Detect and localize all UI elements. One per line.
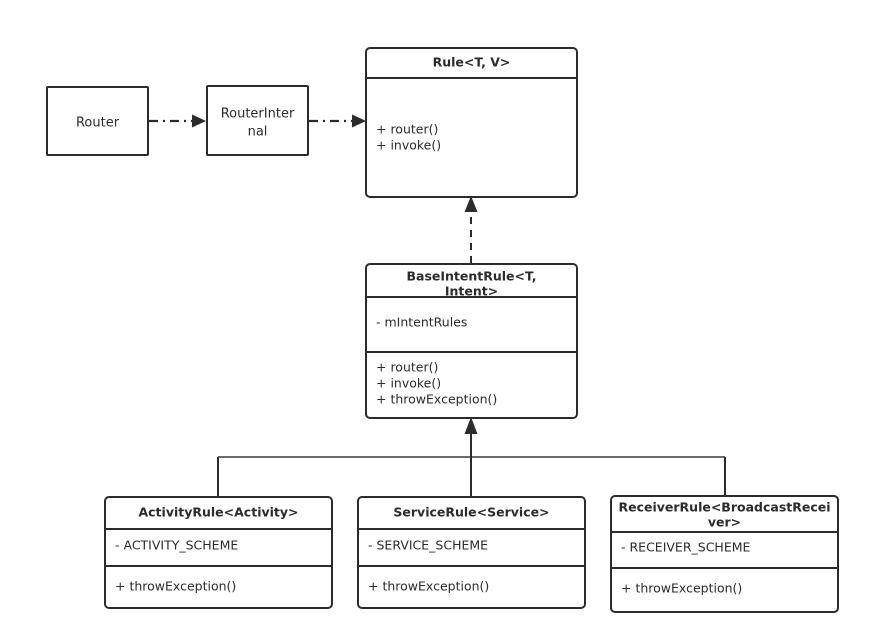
arrowhead-subclasses-baseintentrule: [464, 417, 478, 434]
base-intent-rule-method-1: + invoke(): [376, 376, 441, 391]
receiver-rule-attribute-0: - RECEIVER_SCHEME: [621, 540, 751, 555]
receiver-rule-box-outline: [610, 495, 839, 613]
edge-routerinternal-to-rule[interactable]: [309, 114, 366, 128]
edge-baseintentrule-to-rule[interactable]: [464, 196, 478, 263]
router-internal-box-outline: [206, 85, 309, 156]
router-internal-label-line-1: RouterInter: [221, 107, 295, 122]
service-rule-attribute-0: - SERVICE_SCHEME: [368, 538, 488, 553]
class-box-service-rule[interactable]: ServiceRule<Service> - SERVICE_SCHEME + …: [357, 496, 586, 609]
rule-method-1: + invoke(): [376, 138, 441, 153]
base-intent-rule-attribute-0: - mIntentRules: [376, 315, 467, 330]
class-box-activity-rule[interactable]: ActivityRule<Activity> - ACTIVITY_SCHEME…: [104, 496, 333, 609]
service-rule-box-outline: [357, 496, 586, 609]
rule-method-0: + router(): [376, 122, 438, 137]
activity-rule-box-outline: [104, 496, 333, 609]
arrowhead-baseintentrule-rule: [464, 196, 478, 212]
receiver-rule-title-line-1: ReceiverRule<BroadcastRecei: [618, 500, 830, 515]
class-box-router-internal[interactable]: RouterInter nal: [206, 85, 309, 156]
router-box-outline: [46, 86, 149, 156]
service-rule-method-0: + throwException(): [368, 579, 489, 594]
class-box-receiver-rule[interactable]: ReceiverRule<BroadcastRecei ver> - RECEI…: [610, 495, 839, 613]
base-intent-rule-title-line-2: Intent>: [445, 284, 498, 299]
class-box-base-intent-rule[interactable]: BaseIntentRule<T, Intent> - mIntentRules…: [365, 263, 578, 419]
edge-subclasses-to-baseintentrule[interactable]: [217, 417, 726, 497]
activity-rule-title: ActivityRule<Activity>: [138, 505, 298, 520]
class-box-rule[interactable]: Rule<T, V> + router() + invoke(): [365, 47, 578, 198]
activity-rule-method-0: + throwException(): [115, 579, 236, 594]
edge-router-to-routerinternal[interactable]: [149, 114, 206, 128]
base-intent-rule-method-0: + router(): [376, 360, 438, 375]
router-label: Router: [76, 116, 120, 131]
rule-title: Rule<T, V>: [433, 55, 511, 70]
receiver-rule-title-line-2: ver>: [708, 515, 741, 530]
base-intent-rule-box-outline: [365, 263, 578, 419]
base-intent-rule-title-line-1: BaseIntentRule<T,: [406, 269, 536, 284]
receiver-rule-method-0: + throwException(): [621, 581, 742, 596]
router-internal-label-line-2: nal: [248, 125, 268, 140]
activity-rule-attribute-0: - ACTIVITY_SCHEME: [115, 538, 238, 553]
class-box-router[interactable]: Router: [46, 86, 149, 156]
arrowhead-router-routerinternal: [192, 114, 206, 128]
arrowhead-routerinternal-rule: [352, 114, 366, 128]
service-rule-title: ServiceRule<Service>: [393, 505, 549, 520]
base-intent-rule-method-2: + throwException(): [376, 392, 497, 407]
rule-box-outline: [365, 47, 578, 198]
